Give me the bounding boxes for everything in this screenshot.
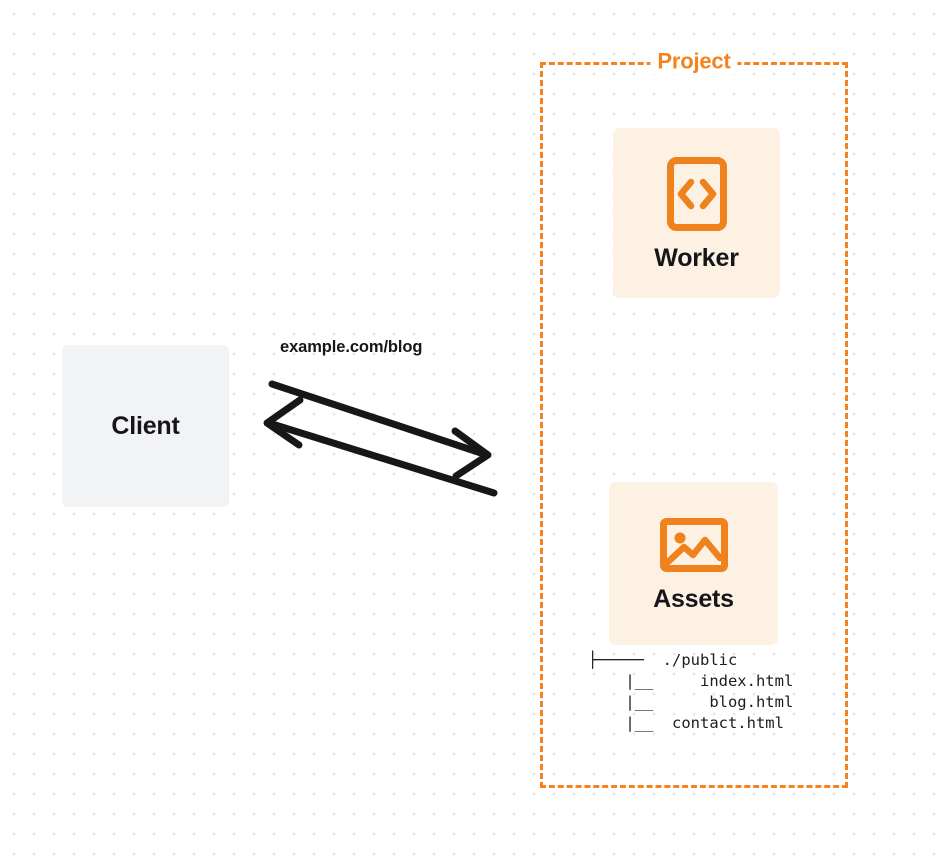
- worker-node[interactable]: Worker: [613, 128, 780, 298]
- project-title: Project: [650, 48, 738, 75]
- request-url-label: example.com/blog: [280, 338, 423, 356]
- client-node-label: Client: [111, 411, 180, 440]
- code-document-icon: [666, 156, 727, 231]
- assets-file-tree: ├───── ./public |__ index.html |__ blog.…: [588, 651, 794, 732]
- request-arrow: [268, 380, 492, 480]
- project-boundary: Project: [540, 48, 848, 788]
- response-arrow: [263, 396, 498, 497]
- assets-node[interactable]: Assets: [609, 482, 778, 645]
- image-icon: [659, 518, 728, 572]
- assets-node-label: Assets: [653, 585, 734, 613]
- worker-node-label: Worker: [654, 243, 739, 272]
- client-node[interactable]: Client: [62, 345, 229, 507]
